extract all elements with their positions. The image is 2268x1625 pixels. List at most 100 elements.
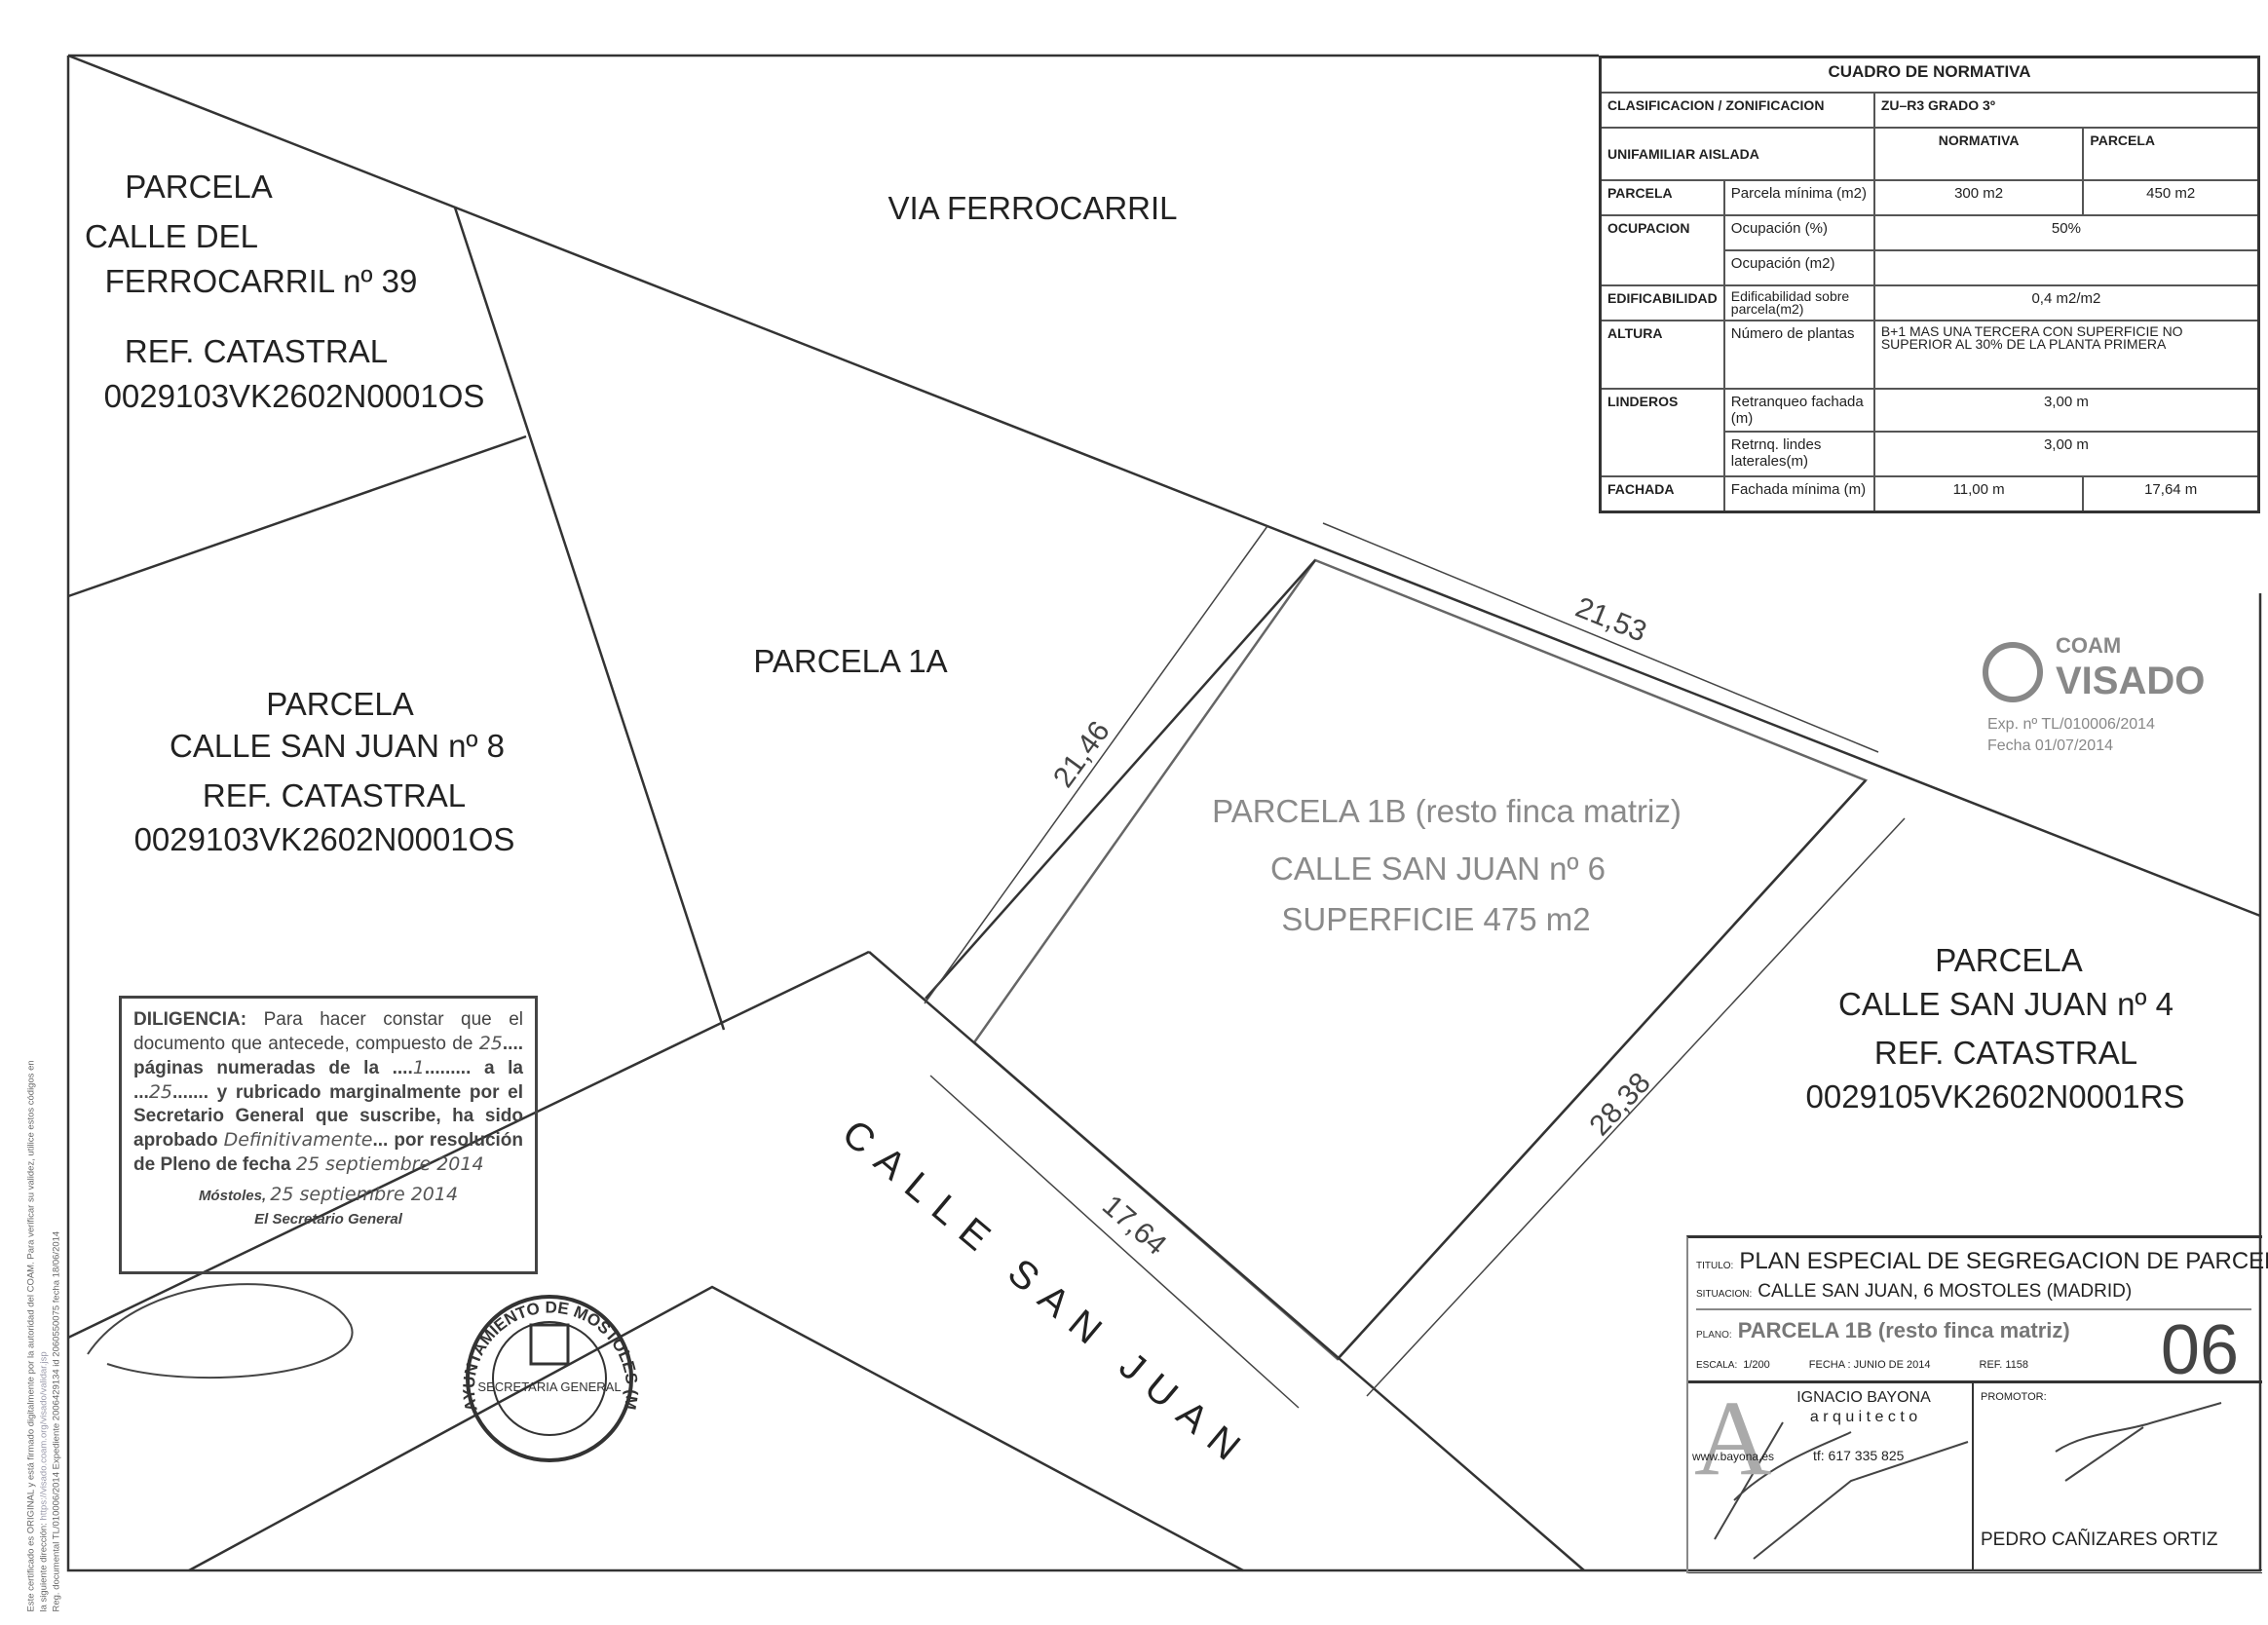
diligencia-stamp: DILIGENCIA: Para hacer constar que el do… (119, 996, 538, 1274)
nw-parcel-south-boundary (67, 435, 527, 598)
diligencia-lead: DILIGENCIA: (133, 1009, 247, 1030)
row-parcela-item: Parcela mínima (m2) (1722, 179, 1875, 216)
architect-logo: A (1694, 1379, 1772, 1497)
row-ocupacion-group: OCUPACION (1599, 214, 1725, 286)
e-parcel-street: CALLE SAN JUAN nº 4 (1838, 986, 2174, 1022)
row-altura-item: Número de plantas (1722, 320, 1875, 390)
seal-center-text: SECRETARIA GENERAL (477, 1379, 621, 1394)
row-altura-group: ALTURA (1599, 320, 1725, 390)
visado-word: VISADO (2056, 660, 2205, 702)
fecha-value: FECHA : JUNIO DE 2014 (1808, 1359, 1931, 1371)
signature-area: A IGNACIO BAYONA a r q u i t e c t o www… (1688, 1380, 2262, 1573)
row-linderos-item2: Retrnq. lindes laterales(m) (1722, 431, 1875, 477)
parcel-1a-east-boundary (925, 559, 1316, 1000)
dimension-lines (924, 522, 1906, 1409)
col-normativa: NORMATIVA (1872, 127, 2085, 181)
row-edificabilidad-group: EDIFICABILIDAD (1599, 284, 1725, 321)
plano-key: PLANO: (1696, 1330, 1732, 1341)
diligencia-pages: 25 (478, 1033, 503, 1054)
visado-brand: COAM (2056, 633, 2121, 658)
diligencia-pleno-date: 25 septiembre 2014 (295, 1153, 484, 1175)
row-parcela-normativa: 300 m2 (1872, 179, 2085, 216)
dimension-sw: 17,64 (1096, 1190, 1172, 1262)
ref-value: REF. 1158 (1979, 1359, 2029, 1371)
diligencia-text2: páginas numeradas de la (133, 1058, 380, 1078)
promotor-name: PEDRO CAÑIZARES ORTIZ (1981, 1530, 2218, 1550)
row-altura-value: B+1 MAS UNA TERCERA CON SUPERFICIE NO SU… (1872, 320, 2260, 390)
side-note-line2: la siguiente dirección: (38, 1523, 50, 1612)
w-parcel-label: PARCELA (266, 686, 414, 722)
escala-value: 1/200 (1743, 1359, 1770, 1371)
diligencia-approval: Definitivamente (223, 1129, 373, 1151)
nw-parcel-ref-label: REF. CATASTRAL (125, 333, 388, 369)
normativa-title: CUADRO DE NORMATIVA (1599, 56, 2260, 94)
diligencia-text4: y rubricado marginalmente por el Secreta… (133, 1082, 523, 1151)
nw-parcel-street: CALLE DEL (85, 218, 258, 254)
row-fachada-item: Fachada mínima (m) (1722, 475, 1875, 513)
row-fachada-group: FACHADA (1599, 475, 1725, 513)
diligencia-to: 25 (148, 1081, 173, 1103)
architect-web: www.bayona.es (1692, 1450, 1775, 1463)
visado-exp: Exp. nº TL/010006/2014 (1987, 716, 2155, 733)
row-linderos-group: LINDEROS (1599, 388, 1725, 477)
row-linderos-value2: 3,00 m (1872, 431, 2260, 477)
row-fachada-value: 17,64 m (2082, 475, 2260, 513)
nw-parcel-ref: 0029103VK2602N0001OS (104, 378, 485, 414)
parcel-1b-area: SUPERFICIE 475 m2 (1281, 901, 1590, 937)
visado-stamp: COAM VISADO Exp. nº TL/010006/2014 Fecha… (1983, 633, 2205, 754)
drawing-frame (66, 54, 2262, 1572)
diligencia-from: 1 (412, 1057, 425, 1078)
diligencia-text5: por resolución de Pleno de fecha (133, 1130, 524, 1175)
street-north-edge-2 (868, 951, 1585, 1571)
titulo-value: PLAN ESPECIAL DE SEGREGACION DE PARCELA (1739, 1248, 2268, 1274)
sheet-number: 06 (2160, 1311, 2239, 1389)
railway-boundary-line (67, 54, 2261, 918)
diligencia-text1: Para hacer constar que el documento que … (133, 1009, 524, 1054)
architect-phone: tf: 617 335 825 (1813, 1448, 1905, 1463)
col-parcela: PARCELA (2082, 127, 2260, 181)
diligencia-place: Móstoles, (198, 1188, 267, 1204)
diligencia-date: 25 septiembre 2014 (270, 1184, 459, 1205)
row-parcela-value: 450 m2 (2082, 179, 2260, 216)
e-parcel-ref-label: REF. CATASTRAL (1874, 1035, 2137, 1071)
street-label: CALLE SAN JUAN (834, 1112, 1259, 1477)
parcel-1a-label: PARCELA 1A (753, 643, 947, 679)
clasificacion-value: ZU–R3 GRADO 3º (1872, 92, 2260, 129)
dimension-ne: 21,53 (1571, 591, 1651, 649)
w-parcel-ref-label: REF. CATASTRAL (203, 777, 466, 813)
situacion-key: SITUACION: (1696, 1289, 1753, 1300)
w-parcel-ref: 0029103VK2602N0001OS (134, 821, 515, 857)
w-parcel-street: CALLE SAN JUAN nº 8 (170, 728, 505, 764)
promotor-key: PROMOTOR: (1981, 1391, 2047, 1403)
row-ocupacion-item2: Ocupación (m2) (1722, 249, 1875, 286)
title-block: TITULO: PLAN ESPECIAL DE SEGREGACION DE P… (1686, 1235, 2268, 1573)
handwritten-signatures (87, 1283, 2222, 1560)
side-note-line1: Este certificado es ORIGINAL y está firm… (25, 1060, 37, 1612)
side-note-line3: Reg. documental TL/010006/2014 Expedient… (51, 1230, 62, 1612)
diligencia-signer: El Secretario General (254, 1211, 402, 1228)
parcel-1b-street: CALLE SAN JUAN nº 6 (1270, 850, 1606, 887)
clasificacion-label: CLASIFICACION / ZONIFICACION (1599, 92, 1875, 129)
row-edificabilidad-value: 0,4 m2/m2 (1872, 284, 2260, 321)
row-parcela-group: PARCELA (1599, 179, 1725, 216)
parcel-1b-label: PARCELA 1B (resto finca matriz) (1212, 793, 1682, 829)
situacion-value: CALLE SAN JUAN, 6 MOSTOLES (MADRID) (1758, 1281, 2133, 1302)
parcel-1a-west-boundary (453, 207, 726, 1031)
parcel-1b-east-boundary (1337, 779, 1867, 1360)
via-ferrocarril-label: VIA FERROCARRIL (888, 190, 1177, 226)
nw-parcel-label: PARCELA (125, 169, 273, 205)
row-ocupacion-value1: 50% (1872, 214, 2260, 251)
row-linderos-item1: Retranqueo fachada (m) (1722, 388, 1875, 433)
architect-name: IGNACIO BAYONA (1796, 1389, 1931, 1406)
verification-link[interactable]: https://visado.coam.org/visado/validar.j… (38, 1351, 50, 1521)
titulo-key: TITULO: (1696, 1261, 1734, 1271)
coam-verification-note: Este certificado es ORIGINAL y está firm… (25, 979, 63, 1612)
street-south-edge (188, 1285, 1244, 1572)
architect-role: a r q u i t e c t o (1809, 1409, 1918, 1425)
tipo-label: UNIFAMILIAR AISLADA (1599, 127, 1875, 181)
row-fachada-normativa: 11,00 m (1872, 475, 2085, 513)
plano-value: PARCELA 1B (resto finca matriz) (1737, 1318, 2070, 1342)
e-parcel-label: PARCELA (1935, 942, 2083, 978)
visado-fecha: Fecha 01/07/2014 (1987, 737, 2113, 754)
